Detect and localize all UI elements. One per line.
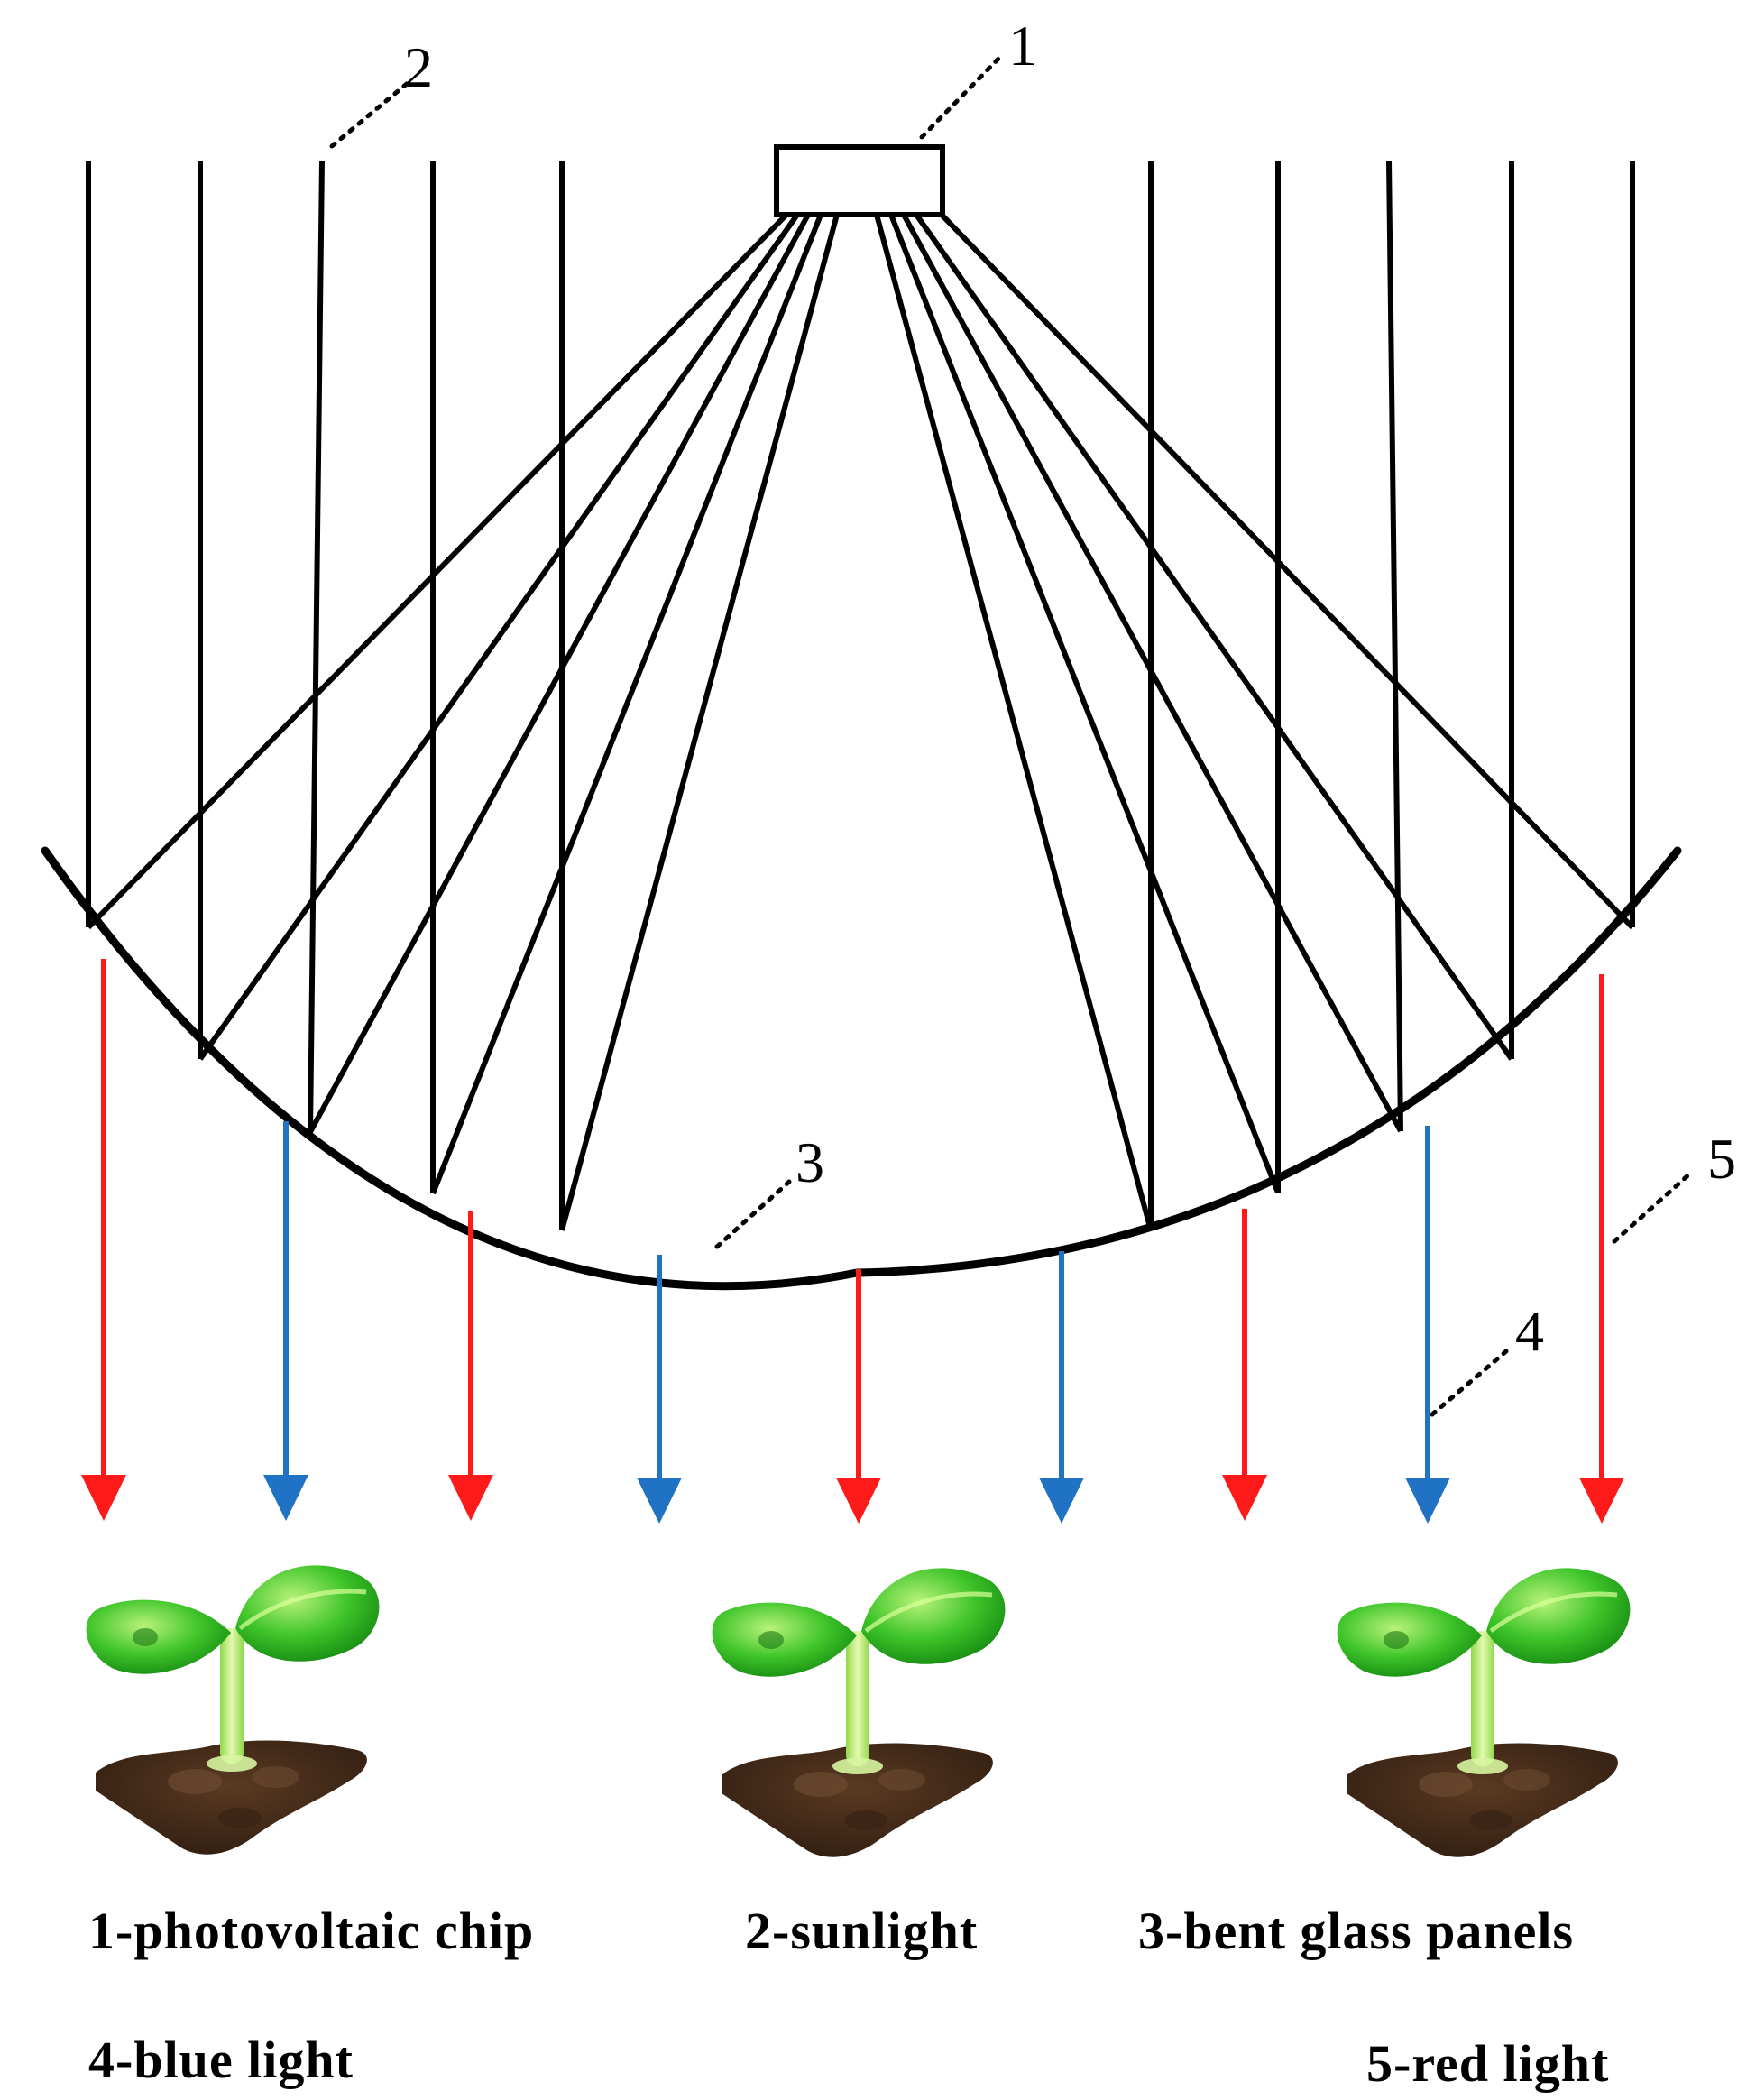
seedling-icon (713, 1568, 1006, 1856)
red-light-arrows (81, 959, 1624, 1524)
seedling-icon (87, 1565, 380, 1854)
legend-sunlight: 2-sunlight (745, 1902, 978, 1960)
legend-photovoltaic-chip: 1-photovoltaic chip (88, 1902, 534, 1960)
label-sunlight-number: 2 (404, 35, 433, 99)
bent-glass-panel (41, 846, 1682, 1291)
reflected-rays (86, 212, 1635, 1231)
leader-lines (329, 53, 1694, 1417)
label-red-light-number: 5 (1707, 1127, 1736, 1191)
legend-red-light: 5-red light (1366, 2034, 1609, 2093)
seedling-icon (1338, 1568, 1631, 1856)
label-blue-light-number: 4 (1515, 1299, 1544, 1363)
photovoltaic-chip (774, 144, 945, 217)
label-glass-number: 3 (795, 1130, 824, 1194)
label-photovoltaic-chip-number: 1 (1008, 14, 1037, 78)
legend-bent-glass-panels: 3-bent glass panels (1138, 1902, 1574, 1960)
sunlight-rays (86, 160, 1635, 1230)
blue-light-arrows (263, 1121, 1450, 1524)
legend-blue-light: 4-blue light (88, 2031, 354, 2089)
